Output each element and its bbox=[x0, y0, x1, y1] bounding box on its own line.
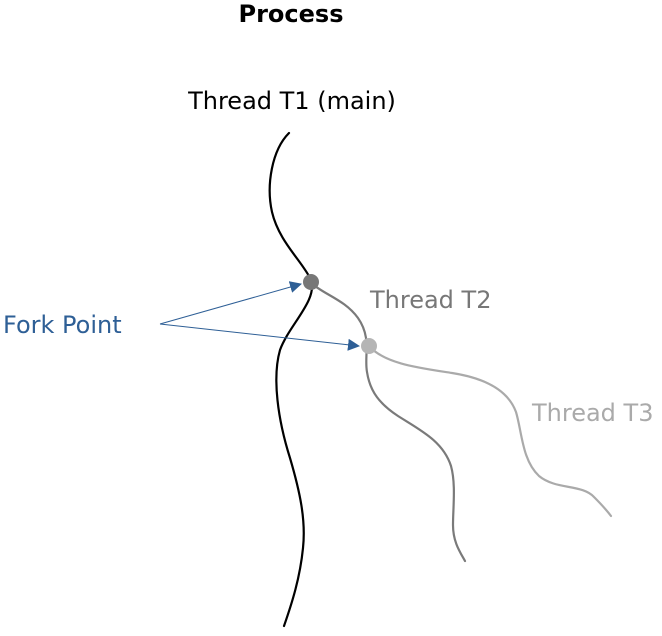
fork-point-label: Fork Point bbox=[3, 311, 122, 339]
thread-t1-label: Thread T1 (main) bbox=[187, 87, 396, 115]
thread-t2-line bbox=[309, 281, 467, 563]
thread-t3-label: Thread T3 bbox=[531, 399, 653, 427]
thread-t2-label: Thread T2 bbox=[369, 286, 491, 314]
thread-t3-line bbox=[367, 344, 613, 518]
thread-t1-line bbox=[268, 131, 314, 628]
fork-point-t3-dot bbox=[361, 338, 377, 354]
fork-point-t2-dot bbox=[303, 274, 319, 290]
fork-arrow-to-t2 bbox=[159, 281, 302, 325]
diagram-title: Process bbox=[239, 0, 344, 28]
fork-arrow-to-t3 bbox=[159, 323, 360, 351]
